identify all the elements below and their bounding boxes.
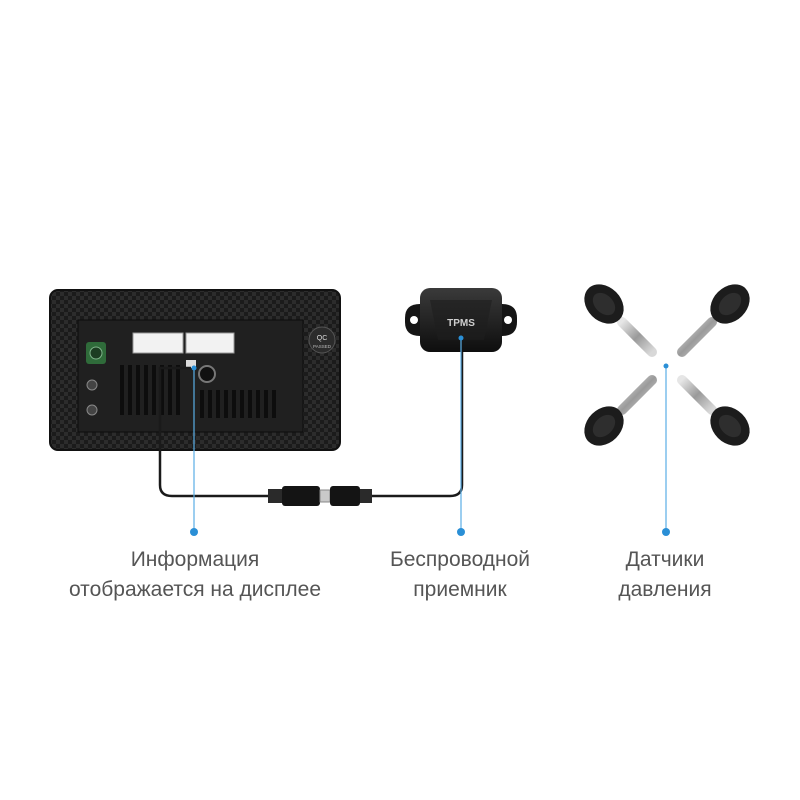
sensor-bottom-left: [584, 375, 657, 446]
leader-dot-receiver: [457, 528, 465, 536]
wireless-receiver: TPMS: [405, 288, 517, 352]
qc-sub-label: PASSED: [313, 344, 332, 349]
usb-port: [186, 360, 196, 368]
caption-sensors-line-1: Датчики: [625, 548, 705, 571]
caption-receiver-line-2: приемник: [413, 578, 507, 601]
head-unit-vents: [120, 365, 276, 418]
usb-cable: [158, 366, 268, 498]
caption-sensors: Датчики давления: [560, 545, 770, 605]
screw-2: [86, 404, 98, 416]
sensor-top-left: [584, 284, 657, 357]
leader-dot-sensors: [662, 528, 670, 536]
pressure-sensors: [584, 284, 750, 446]
caption-display-line-1: Информация: [130, 548, 260, 571]
connector-block-1: [132, 332, 184, 354]
aux-jack: [198, 365, 216, 383]
leader-lines: [190, 335, 670, 536]
caption-receiver: Беспроводной приемник: [360, 545, 560, 605]
receiver-tpms-label: TPMS: [447, 318, 475, 329]
antenna-socket: [89, 346, 103, 360]
caption-display: Информация отображается на дисплее: [40, 545, 350, 605]
caption-sensors-line-2: давления: [618, 578, 712, 601]
receiver-cable: [372, 352, 464, 498]
usb-coupler: [268, 486, 372, 506]
leader-dot-display: [190, 528, 198, 536]
head-unit: QC PASSED: [49, 289, 341, 451]
sensor-top-right: [677, 284, 750, 357]
sensor-bottom-right: [677, 375, 750, 446]
leader-top-dot-receiver: [458, 335, 464, 341]
qc-sticker: [308, 326, 336, 354]
leader-top-dot-display: [191, 365, 197, 371]
screw-1: [86, 379, 98, 391]
caption-receiver-line-1: Беспроводной: [389, 548, 531, 571]
caption-display-line-2: отображается на дисплее: [68, 578, 322, 601]
connector-block-2: [185, 332, 235, 354]
qc-label: QC: [317, 335, 328, 342]
leader-top-dot-sensors: [663, 363, 669, 369]
